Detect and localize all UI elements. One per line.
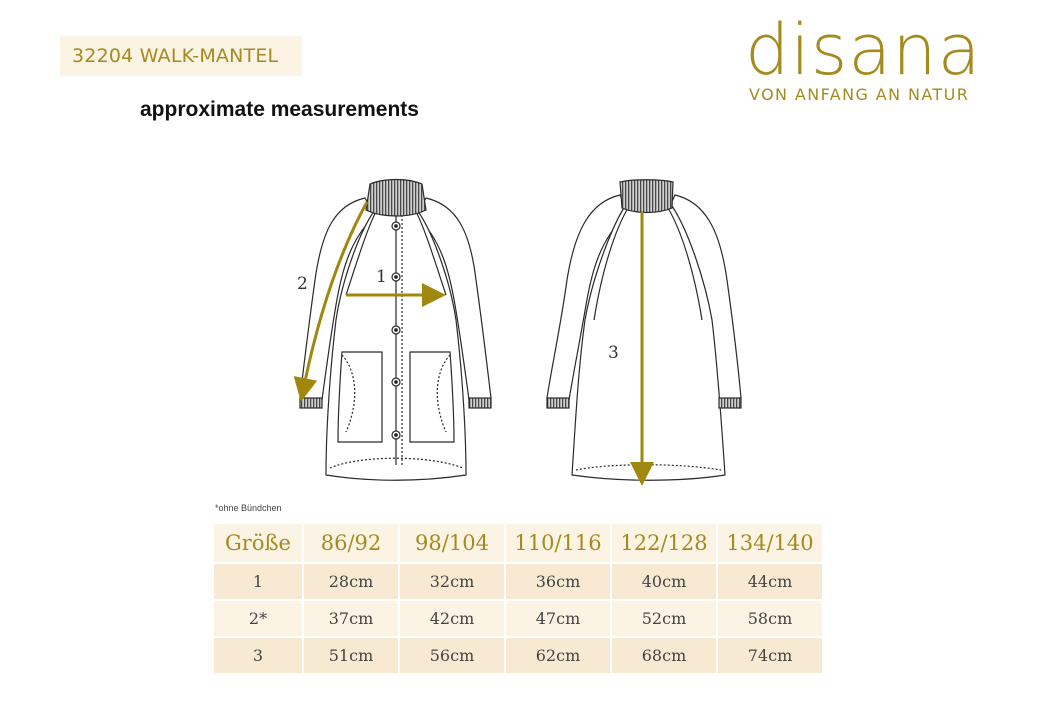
label-3: 3 [608,343,619,363]
table-cell: 47cm [506,601,610,636]
size-header-98-104: 98/104 [400,524,504,562]
coat-buttons [391,221,401,440]
table-cell: 62cm [506,638,610,673]
table-cell: 42cm [400,601,504,636]
size-header-86-92: 86/92 [304,524,398,562]
table-row: 2* 37cm 42cm 47cm 52cm 58cm [214,601,822,636]
product-title: 32204 WALK-MANTEL [72,45,279,67]
row-label: 1 [214,564,302,599]
table-cell: 52cm [612,601,716,636]
table-row: 1 28cm 32cm 36cm 40cm 44cm [214,564,822,599]
size-header-110-116: 110/116 [506,524,610,562]
table-cell: 40cm [612,564,716,599]
product-title-box: 32204 WALK-MANTEL [60,36,302,76]
table-cell: 74cm [718,638,822,673]
label-2: 2 [297,274,308,294]
table-cell: 37cm [304,601,398,636]
size-header-label: Größe [214,524,302,562]
arrow-2-sleeve [293,201,369,402]
size-header-134-140: 134/140 [718,524,822,562]
table-cell: 56cm [400,638,504,673]
logo-wordmark: disana [745,9,982,91]
page-heading: approximate measurements [140,98,419,121]
table-row: 3 51cm 56cm 62cm 68cm 74cm [214,638,822,673]
coat-front-view [299,178,492,481]
measurement-arrows [293,201,654,486]
brand-logo: disana VON ANFANG AN NATUR [745,8,1020,108]
label-1: 1 [376,267,387,287]
table-cell: 68cm [612,638,716,673]
table-cell: 44cm [718,564,822,599]
row-label: 3 [214,638,302,673]
coat-illustration: 1 2 3 [293,178,742,486]
size-table-header: Größe 86/92 98/104 110/116 122/128 134/1… [214,524,822,562]
size-header-122-128: 122/128 [612,524,716,562]
table-cell: 58cm [718,601,822,636]
row-label: 2* [214,601,302,636]
size-table: Größe 86/92 98/104 110/116 122/128 134/1… [212,522,824,675]
table-cell: 32cm [400,564,504,599]
table-cell: 28cm [304,564,398,599]
table-cell: 36cm [506,564,610,599]
logo-tagline: VON ANFANG AN NATUR [749,85,970,104]
footnote: *ohne Bündchen [215,503,282,513]
table-cell: 51cm [304,638,398,673]
coat-back-view [546,179,742,481]
